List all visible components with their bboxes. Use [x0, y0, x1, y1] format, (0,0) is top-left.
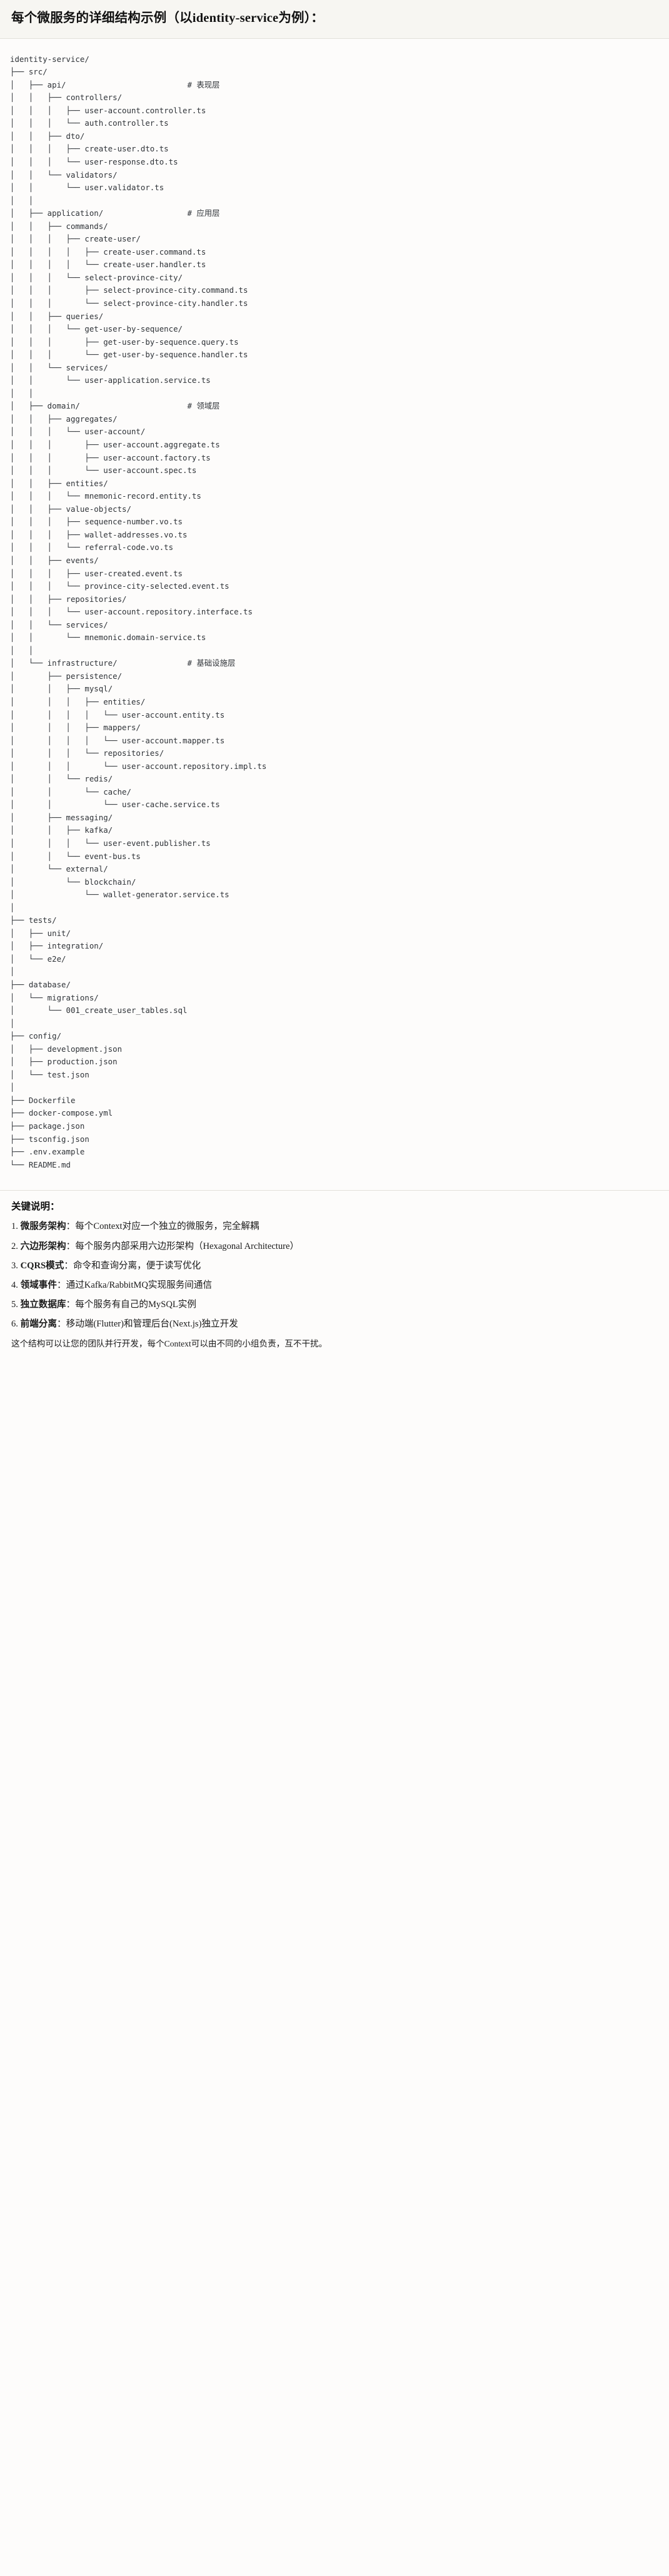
key-point-separator: ：: [57, 1319, 66, 1330]
key-point-item: 1. 微服务架构：每个Context对应一个独立的微服务，完全解耦: [11, 1221, 658, 1233]
key-point-item: 5. 独立数据库：每个服务有自己的MySQL实例: [11, 1299, 658, 1311]
key-points-heading: 关键说明：: [11, 1201, 60, 1213]
directory-tree-block: identity-service/ ├── src/ │ ├── api/ # …: [0, 38, 669, 1182]
key-points-section: 关键说明： 1. 微服务架构：每个Context对应一个独立的微服务，完全解耦 …: [0, 1191, 669, 1358]
key-point-term: 独立数据库: [20, 1300, 66, 1310]
key-point-number: 4.: [11, 1280, 18, 1290]
key-point-description: 移动端(Flutter)和管理后台(Next.js)独立开发: [66, 1319, 238, 1330]
key-point-description: 每个服务有自己的MySQL实例: [75, 1300, 196, 1310]
key-point-separator: ：: [64, 1260, 73, 1271]
key-point-separator: ：: [66, 1241, 76, 1251]
key-point-term: 六边形架构: [20, 1241, 66, 1251]
key-points-list: 1. 微服务架构：每个Context对应一个独立的微服务，完全解耦 2. 六边形…: [11, 1221, 658, 1331]
key-point-separator: ：: [66, 1300, 76, 1310]
key-point-item: 3. CQRS模式：命令和查询分离，便于读写优化: [11, 1260, 658, 1273]
document-page: 每个微服务的详细结构示例（以identity-service为例）： ident…: [0, 0, 669, 1358]
page-title: 每个微服务的详细结构示例（以identity-service为例）：: [11, 11, 324, 25]
key-point-item: 6. 前端分离：移动端(Flutter)和管理后台(Next.js)独立开发: [11, 1318, 658, 1331]
key-point-item: 4. 领域事件：通过Kafka/RabbitMQ实现服务间通信: [11, 1280, 658, 1292]
key-point-description: 每个Context对应一个独立的微服务，完全解耦: [75, 1221, 259, 1232]
directory-tree: identity-service/ ├── src/ │ ├── api/ # …: [10, 54, 267, 1169]
key-point-description: 命令和查询分离，便于读写优化: [73, 1260, 201, 1271]
section-divider: [0, 1190, 669, 1191]
key-point-number: 3.: [11, 1260, 18, 1271]
key-point-item: 2. 六边形架构：每个服务内部采用六边形架构（Hexagonal Archite…: [11, 1241, 658, 1253]
key-point-number: 1.: [11, 1221, 18, 1232]
header-band: 每个微服务的详细结构示例（以identity-service为例）：: [0, 0, 669, 39]
key-point-term: 前端分离: [20, 1319, 57, 1330]
key-point-number: 5.: [11, 1300, 18, 1310]
key-point-number: 2.: [11, 1241, 18, 1251]
key-point-separator: ：: [57, 1280, 66, 1290]
key-point-description: 每个服务内部采用六边形架构（Hexagonal Architecture）: [75, 1241, 299, 1251]
key-point-number: 6.: [11, 1319, 18, 1330]
key-point-separator: ：: [66, 1221, 76, 1232]
key-point-term: CQRS模式: [20, 1260, 64, 1271]
key-point-description: 通过Kafka/RabbitMQ实现服务间通信: [66, 1280, 213, 1290]
closing-statement: 这个结构可以让您的团队并行开发，每个Context可以由不同的小组负责，互不干扰…: [11, 1339, 328, 1349]
key-point-term: 微服务架构: [20, 1221, 66, 1232]
key-point-term: 领域事件: [20, 1280, 57, 1290]
